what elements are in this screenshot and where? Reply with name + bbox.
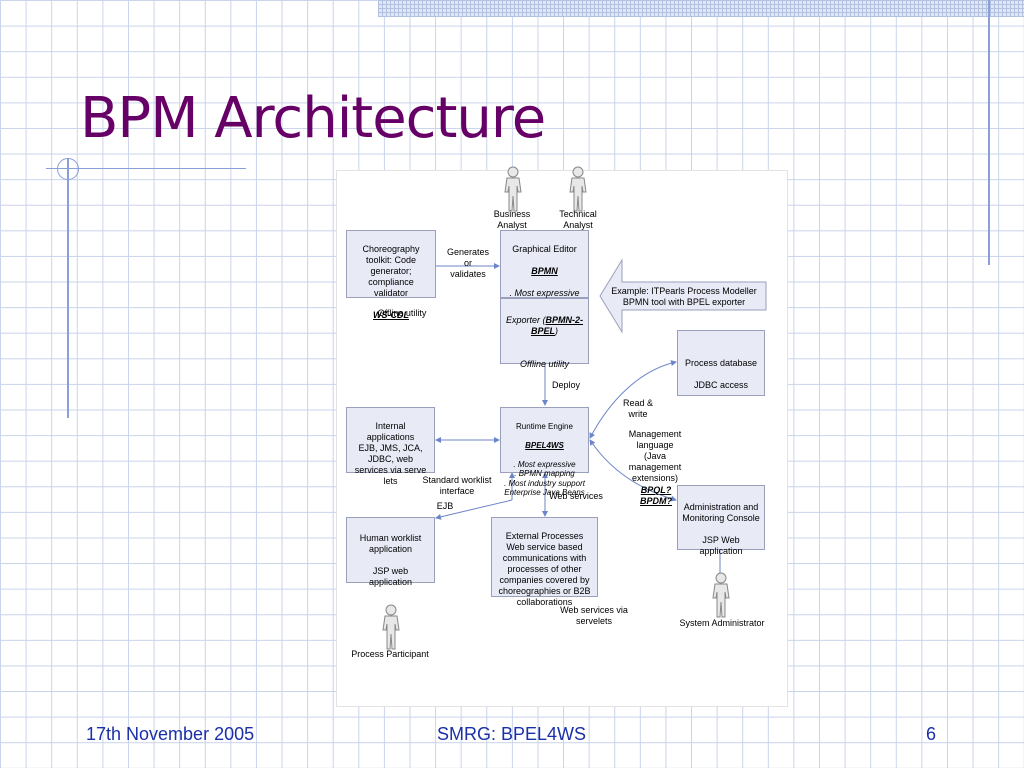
decor-horizontal-line [46, 168, 246, 169]
graphical-editor-box: Graphical Editor BPMN . Most expressive … [500, 230, 589, 331]
external-processes-text: External Processes Web service based com… [498, 531, 591, 607]
deploy-label: Deploy [551, 380, 580, 390]
graphical-editor-title: Graphical Editor [512, 244, 577, 254]
business-analyst-icon [504, 166, 522, 212]
management-label: Management language (Java management ext… [628, 429, 682, 483]
page-title: BPM Architecture [80, 86, 546, 151]
footer-center: SMRG: BPEL4WS [437, 724, 587, 744]
exporter-suffix: ) [555, 326, 558, 336]
graphical-editor-bpmn: BPMN [531, 266, 558, 276]
ejb-label: EJB [436, 501, 454, 511]
business-analyst-label: Business Analyst [493, 209, 531, 230]
human-worklist-box: Human worklist application JSP web appli… [346, 517, 435, 587]
page-number: 6 [926, 724, 937, 744]
offline-utility-label: Offline utility [377, 308, 427, 318]
arrow-management [589, 439, 677, 502]
internal-applications-box: Internal applications EJB, JMS, JCA, JDB… [346, 407, 435, 486]
std-worklist-label: Standard worklist interface [422, 475, 492, 496]
process-database-box: Process database JDBC access [677, 330, 765, 396]
system-administrator-icon [712, 572, 730, 618]
choreography-ws-cdl: WS-CDL [373, 310, 409, 320]
runtime-engine-box: Runtime Engine BPEL4WS . Most expressive… [500, 407, 589, 497]
generates-label: Generates or validates [446, 247, 490, 279]
internal-applications-text: Internal applications EJB, JMS, JCA, JDB… [354, 421, 427, 486]
process-participant-label: Process Participant [351, 649, 429, 659]
decor-vertical-line-right [988, 0, 990, 265]
process-database-text: Process database JDBC access [684, 358, 758, 390]
arrow-read-write [589, 360, 677, 439]
ws-servelets-label: Web services via servelets [560, 605, 628, 626]
exporter-offline: Offline utility [519, 359, 570, 369]
system-administrator-label: System Administrator [679, 618, 765, 628]
technical-analyst-label: Technical Analyst [559, 209, 597, 230]
callout-arrow-shape [599, 258, 767, 334]
decor-vertical-line-left [67, 158, 69, 418]
callout-text: Example: ITPearls Process Modeller BPMN … [611, 286, 757, 307]
runtime-engine-bpel4ws: BPEL4WS [525, 440, 564, 450]
read-write-label: Read & write [622, 398, 654, 419]
runtime-engine-title: Runtime Engine [516, 421, 573, 431]
web-services-label: Web services [549, 491, 603, 501]
exporter-box: Exporter (BPMN-2-BPEL) Offline utility [500, 298, 589, 369]
decor-circle [57, 158, 79, 180]
human-worklist-text: Human worklist application JSP web appli… [359, 533, 422, 587]
technical-analyst-icon [569, 166, 587, 212]
choreography-toolkit-box: Choreography toolkit: Code generator; co… [346, 230, 436, 320]
exporter-prefix: Exporter ( [505, 315, 546, 325]
exporter-bpmn-2-bpel: BPMN-2-BPEL [530, 315, 583, 336]
runtime-engine-details: . Most expressive . BPMN mapping . Most … [504, 459, 585, 498]
external-processes-box: External Processes Web service based com… [491, 517, 598, 607]
bpdm-label: BPDM? [640, 496, 672, 506]
arrow-worklist-h [435, 499, 513, 520]
top-decorative-band [378, 0, 1024, 17]
admin-console-text: Administration and Monitoring Console JS… [682, 502, 760, 556]
process-participant-icon [382, 604, 400, 650]
footer-date: 17th November 2005 [86, 724, 255, 744]
bpql-label: BPQL? [640, 485, 672, 495]
admin-console-box: Administration and Monitoring Console JS… [677, 485, 765, 556]
choreography-text: Choreography toolkit: Code generator; co… [362, 244, 420, 298]
